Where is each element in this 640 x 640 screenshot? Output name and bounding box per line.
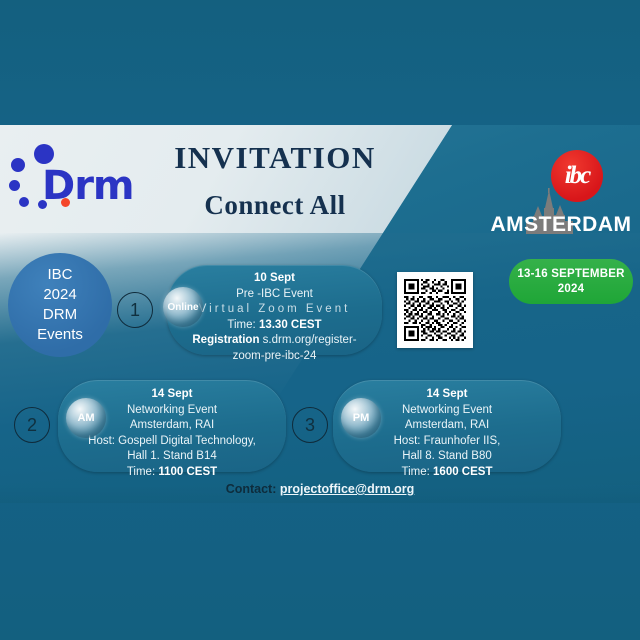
event-1-time: Time: 13.30 CEST: [167, 318, 382, 334]
logo-dot: [9, 180, 20, 191]
event-number-3: 3: [292, 407, 328, 443]
drm-logo: Drm: [8, 142, 135, 212]
event-3-stand: Hall 8. Stand B80: [402, 450, 492, 462]
qr-code[interactable]: [397, 272, 473, 348]
ibc-events-badge: IBC 2024 DRM Events: [8, 253, 112, 357]
contact-line: Contact: projectoffice@drm.org: [0, 482, 640, 496]
event-2-time-value: 1100 CEST: [158, 465, 218, 478]
ibc-logo: ibc: [551, 150, 603, 202]
event-3-time: Time: 1600 CEST: [333, 465, 561, 481]
event-number-1: 1: [117, 292, 153, 328]
event-dates-line1: 13-16 SEPTEMBER: [517, 267, 625, 280]
logo-dot: [34, 144, 54, 164]
event-1-time-value: 13.30 CEST: [258, 318, 322, 331]
event-1-time-label: Time:: [227, 318, 256, 331]
event-1-registration-label: Registration: [192, 334, 260, 346]
event-1-type: Pre -IBC Event: [236, 287, 313, 300]
event-2-time: Time: 1100 CEST: [58, 465, 286, 481]
event-card-3: PM 14 Sept Networking Event Amsterdam, R…: [333, 380, 561, 478]
page-subtitle: Connect All: [204, 190, 346, 220]
online-badge-icon: Online: [163, 287, 203, 327]
event-1-date: 10 Sept: [254, 272, 295, 284]
event-2-stand: Hall 1. Stand B14: [127, 450, 217, 462]
event-3-host: Host: Fraunhofer IIS,: [393, 434, 501, 447]
ibc-events-line1: IBC: [47, 266, 73, 283]
am-badge-icon: AM: [66, 398, 106, 438]
event-3-venue: Amsterdam, RAI: [404, 419, 490, 431]
logo-dot: [38, 200, 47, 209]
event-1-registration: Registration s.drm.org/register-: [167, 333, 382, 349]
event-2-venue: Amsterdam, RAI: [129, 419, 215, 431]
event-1-registration-url-1[interactable]: s.drm.org/register-: [262, 334, 357, 346]
event-2-type: Networking Event: [126, 403, 218, 416]
event-dates-badge: 13-16 SEPTEMBER 2024: [509, 259, 633, 304]
event-2-host: Host: Gospell Digital Technology,: [88, 434, 256, 447]
ibc-events-line2: 2024: [43, 286, 77, 303]
ibc-events-line3: DRM: [42, 306, 78, 323]
event-dates-line2: 2024: [557, 282, 585, 295]
event-card-2: AM 14 Sept Networking Event Amsterdam, R…: [58, 380, 286, 478]
drm-wordmark: Drm: [42, 163, 135, 209]
logo-dot-accent: [61, 198, 70, 207]
event-3-date: 14 Sept: [426, 388, 468, 400]
ibc-logo-glyph: ibc: [564, 162, 592, 189]
logo-dot: [11, 158, 25, 172]
page-title: INVITATION: [174, 140, 376, 175]
ibc-events-line4: Events: [37, 326, 83, 343]
event-2-time-label: Time:: [126, 465, 156, 478]
event-1-registration-url-2[interactable]: zoom-pre-ibc-24: [232, 349, 317, 362]
event-card-1: Online 10 Sept Pre -IBC Event Virtual Zo…: [163, 265, 382, 362]
event-3-type: Networking Event: [401, 403, 493, 416]
qr-code-image: [404, 279, 466, 341]
contact-email[interactable]: projectoffice@drm.org: [279, 482, 415, 496]
logo-dot: [19, 197, 29, 207]
event-2-date: 14 Sept: [151, 388, 193, 400]
pm-badge-label: PM: [352, 412, 370, 424]
pm-badge-icon: PM: [341, 398, 381, 438]
event-1-headline: Virtual Zoom Event: [198, 303, 351, 315]
event-number-2: 2: [14, 407, 50, 443]
contact-label: Contact:: [225, 482, 277, 496]
amsterdam-skyline-icon: [526, 188, 573, 234]
event-3-time-value: 1600 CEST: [433, 465, 493, 478]
event-3-time-label: Time:: [401, 465, 430, 478]
amsterdam-wordmark: AMSTERDAM: [486, 188, 636, 244]
card-bottom-strip: [0, 485, 640, 503]
amsterdam-label: AMSTERDAM: [490, 213, 632, 236]
am-badge-label: AM: [77, 412, 95, 424]
online-badge-label: Online: [167, 301, 199, 313]
